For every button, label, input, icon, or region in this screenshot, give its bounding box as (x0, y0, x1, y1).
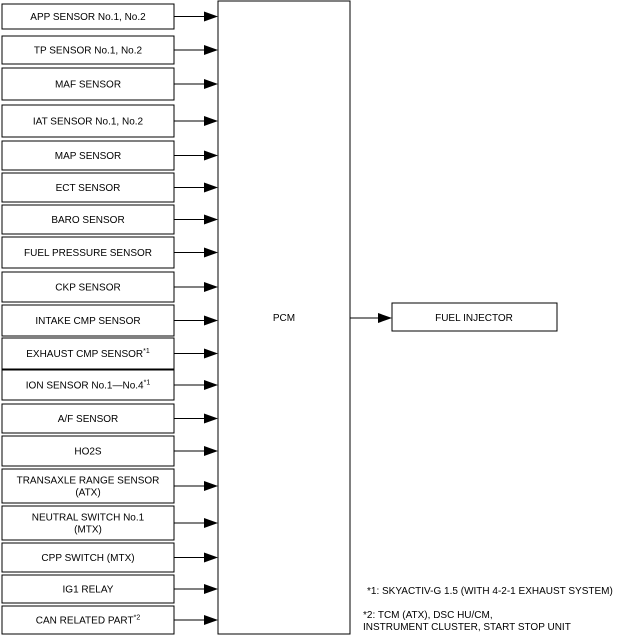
input-box (1, 574, 175, 604)
input-arrowhead (204, 552, 218, 563)
footnote-text: *2: TCM (ATX), DSC HU/CM, (363, 610, 493, 621)
input-label: ECT SENSOR (56, 183, 121, 194)
input-item: INTAKE CMP SENSOR (1, 304, 218, 337)
footnote-text: *1: SKYACTIV-G 1.5 (WITH 4-2-1 EXHAUST S… (367, 586, 613, 597)
input-box (1, 3, 175, 30)
input-item: TRANSAXLE RANGE SENSOR(ATX) (1, 468, 218, 504)
footnotes: *1: SKYACTIV-G 1.5 (WITH 4-2-1 EXHAUST S… (363, 586, 613, 633)
input-box (1, 35, 175, 65)
input-box (1, 403, 175, 434)
input-arrowhead (204, 584, 218, 594)
input-label: INTAKE CMP SENSOR (35, 316, 140, 327)
input-item: ECT SENSOR (1, 172, 218, 203)
input-box (1, 204, 175, 235)
input-item: CAN RELATED PART*2 (1, 605, 218, 635)
input-box (1, 67, 175, 101)
input-arrowhead (204, 214, 218, 225)
input-label: APP SENSOR No.1, No.2 (30, 12, 146, 23)
input-item: APP SENSOR No.1, No.2 (1, 3, 218, 30)
footnote-text: INSTRUMENT CLUSTER, START STOP UNIT (363, 622, 571, 633)
input-item: HO2S (1, 435, 218, 467)
input-label: CAN RELATED PART*2 (36, 615, 141, 627)
input-arrowhead (204, 150, 218, 161)
input-label: IG1 RELAY (63, 585, 114, 596)
input-box (1, 271, 175, 303)
input-box (1, 369, 175, 401)
footnote-marker: *2 (134, 615, 141, 622)
pcm-block (217, 0, 351, 635)
input-item: EXHAUST CMP SENSOR*1 (1, 337, 218, 370)
input-box (1, 304, 175, 337)
input-arrowhead (204, 11, 218, 22)
input-arrowhead (204, 348, 218, 359)
input-arrowhead (204, 182, 218, 193)
input-item: MAF SENSOR (1, 67, 218, 101)
input-label: A/F SENSOR (58, 414, 119, 425)
footnote-marker: *1 (143, 348, 150, 355)
input-arrowhead (204, 45, 218, 55)
input-item: NEUTRAL SWITCH No.1(MTX) (1, 505, 218, 541)
input-label: HO2S (74, 447, 102, 458)
input-box (1, 435, 175, 467)
input-arrowhead (204, 413, 218, 424)
input-label: MAP SENSOR (55, 151, 122, 162)
input-arrowhead (204, 380, 218, 390)
input-devices: APP SENSOR No.1, No.2 TP SENSOR No.1, No.… (1, 3, 218, 635)
input-label: (ATX) (75, 488, 100, 499)
input-item: MAP SENSOR (1, 140, 218, 171)
input-item: IAT SENSOR No.1, No.2 (1, 104, 218, 138)
input-item: TP SENSOR No.1, No.2 (1, 35, 218, 65)
input-box (1, 337, 175, 370)
input-label: FUEL PRESSURE SENSOR (24, 248, 152, 259)
input-item: ION SENSOR No.1—No.4*1 (1, 369, 218, 401)
input-arrowhead (204, 518, 218, 528)
input-label: TRANSAXLE RANGE SENSOR (17, 476, 160, 487)
input-item: CPP SWITCH (MTX) (1, 542, 218, 573)
input-box (1, 104, 175, 138)
input-label: TP SENSOR No.1, No.2 (34, 46, 143, 57)
input-label: CPP SWITCH (MTX) (41, 553, 134, 564)
input-item: IG1 RELAY (1, 574, 218, 604)
input-label: CKP SENSOR (55, 283, 120, 294)
input-arrowhead (204, 247, 218, 258)
input-arrowhead (204, 446, 218, 456)
input-arrowhead (204, 315, 218, 326)
input-box (1, 605, 175, 635)
input-arrowhead (204, 615, 218, 625)
input-arrowhead (204, 481, 218, 491)
footnote-marker: *1 (144, 380, 151, 387)
input-label: BARO SENSOR (51, 215, 124, 226)
fuel-injector-label: FUEL INJECTOR (435, 313, 513, 324)
input-item: A/F SENSOR (1, 403, 218, 434)
input-label: ION SENSOR No.1—No.4*1 (26, 380, 151, 392)
input-box (1, 468, 175, 504)
pcm-label: PCM (273, 313, 295, 324)
input-label: MAF SENSOR (55, 80, 121, 91)
pcm-to-injector-arrowhead (378, 313, 392, 323)
input-arrowhead (204, 79, 218, 89)
input-label: EXHAUST CMP SENSOR*1 (26, 348, 150, 360)
input-item: FUEL PRESSURE SENSOR (1, 236, 218, 269)
input-item: BARO SENSOR (1, 204, 218, 235)
input-label: NEUTRAL SWITCH No.1 (32, 513, 145, 524)
input-item: CKP SENSOR (1, 271, 218, 303)
input-arrowhead (204, 116, 218, 126)
fuel-injector-box (391, 302, 558, 332)
input-label: IAT SENSOR No.1, No.2 (33, 117, 144, 128)
input-arrowhead (204, 282, 218, 292)
input-label: (MTX) (74, 525, 102, 536)
